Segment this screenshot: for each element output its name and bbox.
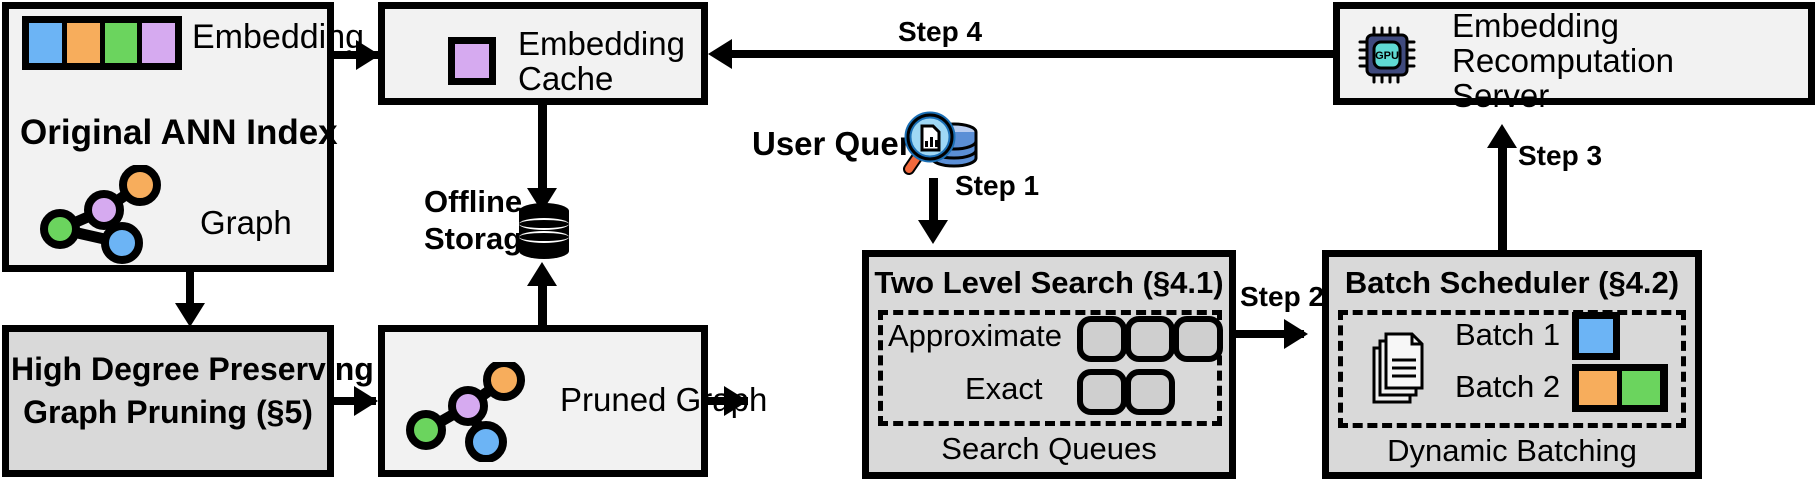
search-queues-dashed-region [878, 310, 1222, 426]
recomputation-server-box [1333, 2, 1815, 105]
gpu-icon-text: GPU [1375, 50, 1399, 62]
embedding-cache-title-line2: Cache [518, 60, 614, 97]
embedding-cell-2 [104, 23, 143, 63]
embedding-cell-3 [142, 23, 175, 63]
search-document-database-icon [903, 111, 978, 175]
gpu-chip-icon: GPU [1358, 26, 1416, 84]
approximate-queue-label: Approximate [888, 318, 1063, 353]
arrow-batch-to-server-head [1487, 124, 1517, 148]
original-graph-icon [40, 165, 161, 264]
database-cylinder-icon [519, 203, 569, 259]
arrow-pruned-to-search-head [724, 386, 748, 416]
arrow-search-to-batch-line [1236, 330, 1304, 338]
graph-pruning-box [2, 325, 334, 477]
arrow-query-to-search-head [918, 220, 948, 244]
exact-slot-0 [1077, 369, 1127, 415]
pruned-graph-icon [406, 362, 525, 462]
step1-label: Step 1 [955, 170, 1040, 201]
batch-2-swatch-group [1572, 364, 1668, 412]
embedding-cell-0 [29, 23, 67, 63]
batch-2-label: Batch 2 [1455, 369, 1561, 404]
arrow-index-to-pruning-line [186, 272, 194, 308]
graph-pruning-title-line2: Graph Pruning (§5) [23, 394, 313, 430]
batch-scheduler-title: Batch Scheduler (§4.2) [1344, 265, 1680, 300]
dynamic-batching-dashed-region [1338, 310, 1686, 428]
embedding-cache-swatch [448, 37, 496, 85]
offline-storage-line1: Offline [424, 184, 523, 219]
embedding-cache-title-line1: Embedding [518, 25, 685, 62]
arrow-server-to-cache-line [730, 50, 1333, 58]
approximate-slot-0 [1077, 316, 1127, 362]
recomputation-server-line3: Server [1452, 77, 1550, 114]
embedding-label: Embedding [192, 18, 365, 56]
arrow-query-to-search-line [929, 178, 938, 226]
arrow-index-to-pruning-head [175, 303, 205, 327]
batch-1-swatch-0 [1572, 312, 1620, 360]
exact-queue-label: Exact [965, 371, 1043, 406]
arrow-batch-to-server-line [1498, 148, 1507, 250]
approximate-slot-1 [1125, 316, 1175, 362]
graph-label: Graph [200, 204, 292, 241]
step2-label: Step 2 [1240, 281, 1325, 312]
two-level-search-title: Two Level Search (§4.1) [874, 265, 1224, 300]
two-level-search-box [862, 250, 1236, 479]
batch-2-swatch-0 [1579, 371, 1622, 405]
approximate-slot-2 [1173, 316, 1223, 362]
original-ann-index-title: Original ANN Index [20, 113, 338, 152]
step4-label: Step 4 [898, 16, 983, 47]
arrow-pruned-to-storage-line [538, 270, 547, 330]
arrow-pruning-to-pruned-head [354, 386, 378, 416]
search-queues-footer: Search Queues [941, 431, 1157, 466]
exact-slot-1 [1125, 369, 1175, 415]
graph-pruning-title-line1: High Degree Preserving [11, 351, 374, 387]
recomputation-server-line2: Recomputation [1452, 42, 1674, 79]
batch-1-label: Batch 1 [1455, 317, 1561, 352]
pruned-graph-box [378, 325, 708, 477]
recomputation-server-line1: Embedding [1452, 7, 1619, 44]
embedding-vector-strip [22, 16, 182, 70]
documents-stack-icon [1372, 332, 1424, 404]
arrow-index-to-cache-head [356, 40, 380, 70]
step3-label: Step 3 [1518, 140, 1603, 171]
arrow-search-to-batch-head [1284, 319, 1308, 349]
batch-2-swatch-1 [1622, 371, 1660, 405]
pruned-graph-label: Pruned Graph [560, 381, 768, 418]
arrow-cache-to-storage-line [538, 105, 547, 193]
dynamic-batching-footer: Dynamic Batching [1387, 433, 1637, 468]
arrow-pruned-to-storage-head [527, 262, 557, 286]
embedding-cache-box [378, 2, 708, 105]
embedding-cell-1 [66, 23, 105, 63]
arrow-server-to-cache-head [708, 39, 732, 69]
